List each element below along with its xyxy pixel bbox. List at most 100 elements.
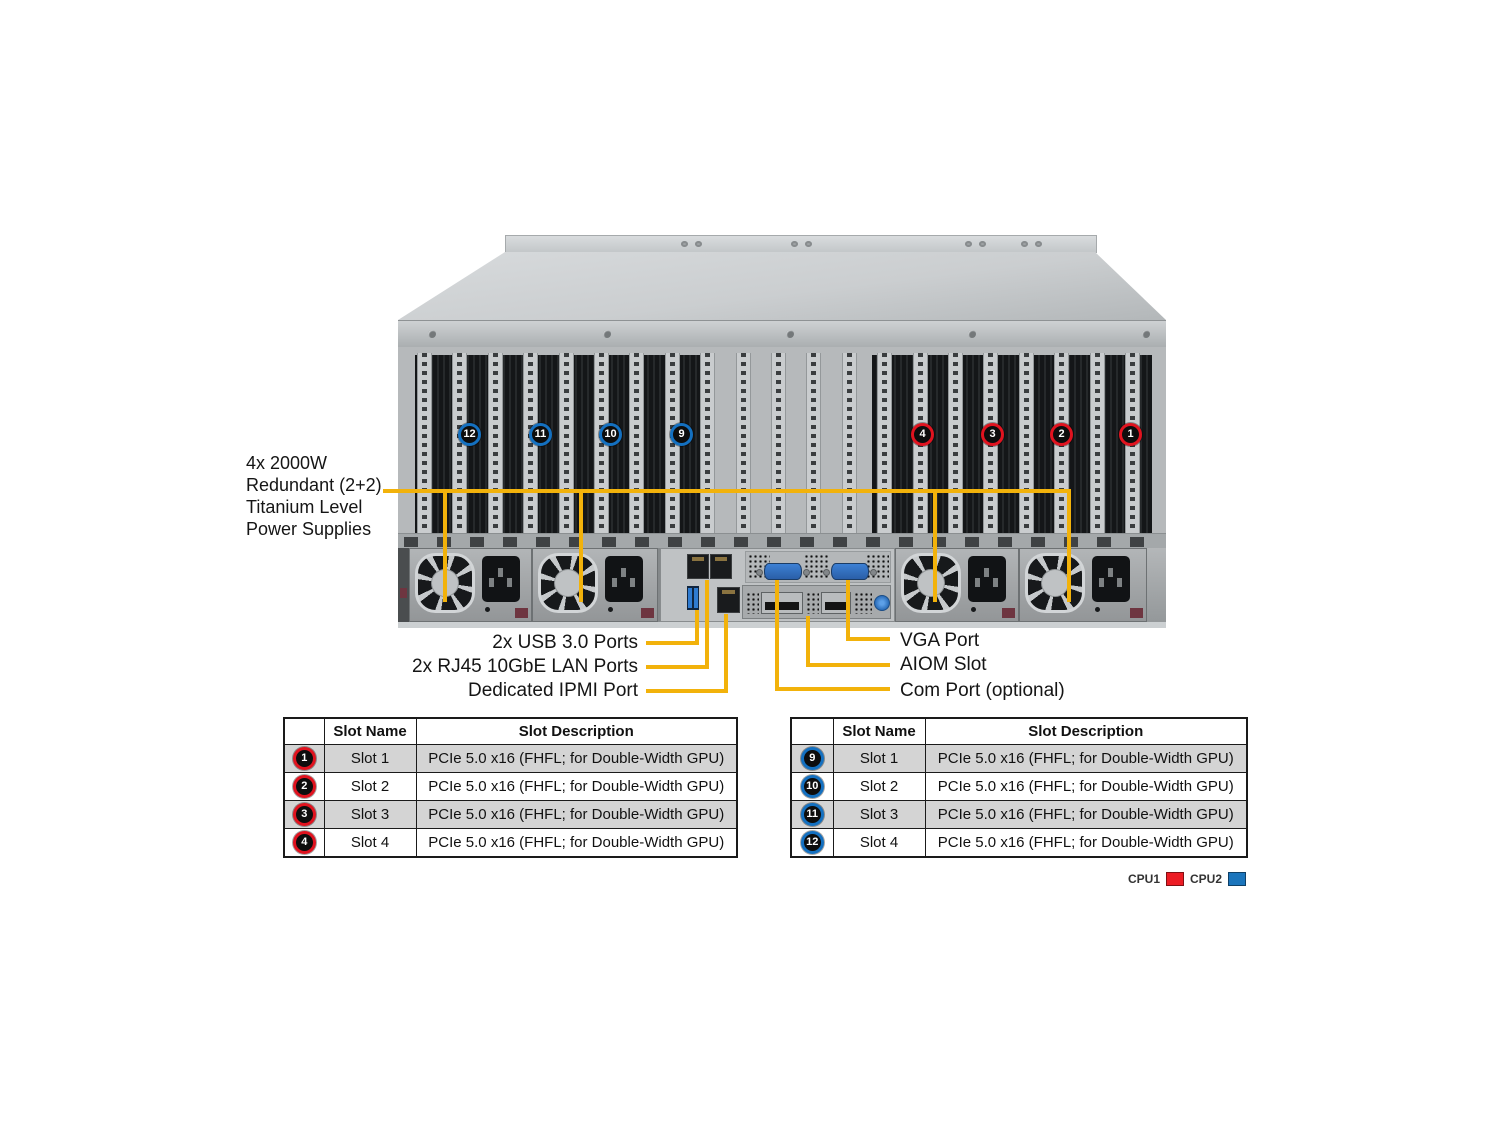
psu-led-icon — [971, 607, 976, 612]
server-chassis: 12 11 10 9 4 3 2 1 — [398, 235, 1166, 628]
callout-line-usb — [695, 610, 699, 645]
slot-badge-11: 11 — [529, 423, 552, 446]
slot-table-cpu2: Slot Name Slot Description 9 Slot 1 PCIe… — [790, 717, 1248, 858]
slot-name-cell: Slot 3 — [323, 800, 417, 829]
pcie-slot-bracket — [806, 353, 821, 537]
badge-cell: 3 — [283, 800, 325, 829]
screw-icon — [805, 241, 812, 247]
pcie-slot-bracket — [948, 353, 963, 537]
table-row: 3 Slot 3 PCIe 5.0 x16 (FHFL; for Double-… — [283, 800, 738, 829]
table-row: 10 Slot 2 PCIe 5.0 x16 (FHFL; for Double… — [790, 772, 1248, 801]
slot-badge-1: 1 — [292, 747, 316, 770]
pcie-slot-bracket — [1019, 353, 1034, 537]
psu-led-icon — [1095, 607, 1100, 612]
slot-description-header: Slot Description — [415, 717, 738, 745]
slot-badge-3: 3 — [981, 423, 1004, 446]
usb-ports-label: 2x USB 3.0 Ports — [492, 632, 638, 653]
slot-badge-12: 12 — [800, 831, 824, 854]
callout-line-com — [775, 580, 779, 691]
psu-led-icon — [608, 607, 613, 612]
psu-led-icon — [485, 607, 490, 612]
badge-cell: 12 — [790, 828, 834, 858]
screw-icon — [965, 241, 972, 247]
psu-label-line-2: Redundant (2+2) — [246, 475, 382, 495]
com-port-icon — [756, 563, 810, 580]
callout-line-aiom — [806, 663, 890, 667]
slot-name-cell: Slot 2 — [323, 772, 417, 801]
badge-cell: 10 — [790, 772, 834, 801]
slot-badge-11: 11 — [800, 803, 824, 826]
table-row: 9 Slot 1 PCIe 5.0 x16 (FHFL; for Double-… — [790, 744, 1248, 773]
slot-badge-2: 2 — [292, 775, 316, 798]
ac-inlet-icon — [1092, 556, 1130, 602]
callout-line-psu1 — [443, 489, 447, 602]
vent-holes — [806, 592, 819, 614]
aiom-port-1-icon — [761, 592, 803, 614]
psu-1 — [409, 548, 532, 622]
thumbscrew-icon — [874, 595, 890, 611]
psu-latch-icon — [641, 608, 654, 618]
chassis-top-flange — [505, 235, 1097, 253]
slot-desc-cell: PCIe 5.0 x16 (FHFL; for Double-Width GPU… — [415, 772, 738, 801]
psu-callout-label: 4x 2000W Redundant (2+2) Titanium Level … — [246, 452, 458, 540]
aiom-port-2-icon — [821, 592, 851, 614]
callout-line-com — [775, 687, 890, 691]
lan-port-2-icon — [710, 554, 732, 579]
slot-badge-10: 10 — [800, 775, 824, 798]
slot-badge-2: 2 — [1050, 423, 1073, 446]
screw-icon — [786, 330, 794, 338]
cpu1-legend-label: CPU1 — [1128, 872, 1161, 886]
slot-name-header: Slot Name — [323, 717, 417, 745]
lan-port-1-icon — [687, 554, 709, 579]
callout-line-lan — [646, 665, 709, 669]
slot-badge-9: 9 — [800, 747, 824, 770]
callout-line-ipmi — [724, 614, 728, 693]
vga-port-label: VGA Port — [900, 630, 980, 651]
slot-retention-band — [398, 533, 1166, 551]
slot-desc-cell: PCIe 5.0 x16 (FHFL; for Double-Width GPU… — [924, 828, 1248, 858]
pcie-slot-bracket — [736, 353, 751, 537]
slot-name-cell: Slot 2 — [832, 772, 926, 801]
slot-name-cell: Slot 4 — [832, 828, 926, 858]
slot-desc-cell: PCIe 5.0 x16 (FHFL; for Double-Width GPU… — [924, 800, 1248, 829]
vga-com-plate — [745, 551, 891, 583]
vga-port-icon — [823, 563, 877, 580]
cpu-legend: CPU1 CPU2 — [1128, 872, 1247, 886]
callout-line-aiom — [806, 616, 810, 667]
psu-latch-icon — [1130, 608, 1143, 618]
screw-icon — [603, 330, 611, 338]
screw-icon — [791, 241, 798, 247]
badge-cell: 2 — [283, 772, 325, 801]
table-row: 1 Slot 1 PCIe 5.0 x16 (FHFL; for Double-… — [283, 744, 738, 773]
slot-name-cell: Slot 3 — [832, 800, 926, 829]
chassis-right-edge — [1147, 548, 1166, 622]
badge-cell: 11 — [790, 800, 834, 829]
table-header-row: Slot Name Slot Description — [283, 717, 738, 745]
table-row: 12 Slot 4 PCIe 5.0 x16 (FHFL; for Double… — [790, 828, 1248, 858]
vent-holes — [804, 554, 829, 580]
vent-holes — [746, 592, 759, 614]
callout-line-usb — [646, 641, 699, 645]
cpu2-color-swatch — [1228, 872, 1247, 886]
slot-badge-10: 10 — [599, 423, 622, 446]
callout-line-lan — [705, 580, 709, 669]
ipmi-port-icon — [717, 587, 740, 613]
pcie-slot-bracket — [488, 353, 503, 537]
table-row: 11 Slot 3 PCIe 5.0 x16 (FHFL; for Double… — [790, 800, 1248, 829]
pcie-slot-bracket — [629, 353, 644, 537]
aiom-slot — [742, 585, 891, 619]
callout-line-psu4 — [1067, 489, 1071, 602]
screw-icon — [428, 330, 436, 338]
badge-cell: 1 — [283, 744, 325, 773]
slot-badge-3: 3 — [292, 803, 316, 826]
vent-holes — [854, 592, 872, 614]
slot-desc-cell: PCIe 5.0 x16 (FHFL; for Double-Width GPU… — [415, 828, 738, 858]
screw-icon — [968, 330, 976, 338]
usb3-ports-icon — [687, 586, 699, 610]
badge-cell: 4 — [283, 828, 325, 858]
pcie-slot-bracket — [700, 353, 715, 537]
slot-table-cpu1: Slot Name Slot Description 1 Slot 1 PCIe… — [283, 717, 738, 858]
psu-label-line-3: Titanium Level — [246, 497, 363, 517]
slot-description-header: Slot Description — [924, 717, 1248, 745]
psu-fan-icon — [901, 553, 961, 613]
